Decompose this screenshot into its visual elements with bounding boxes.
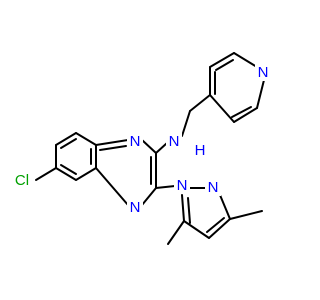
bond-pyr-6 — [209, 94, 235, 123]
bond-pyr-2 — [209, 52, 235, 68]
pyrazole-n2-mask — [205, 178, 221, 196]
bond-pyr-double-2 — [231, 106, 252, 118]
bond-pyr-5 — [233, 107, 258, 123]
bond-benz-3 — [75, 132, 97, 146]
amine-n-mask — [166, 132, 182, 150]
bond-ch2-pyridine — [189, 94, 211, 112]
cl-label-mask — [10, 170, 34, 190]
bond-layer — [35, 52, 265, 245]
molecule-structure-diagram: Cl N N N H N N N — [10, 52, 271, 245]
bond-pyrazole-double-2 — [187, 197, 191, 224]
bond-benz-double-1 — [60, 138, 77, 149]
bond-methyl-3 — [229, 210, 263, 220]
chlorine-label: Cl — [15, 172, 29, 189]
bond-pyrazine-5 — [95, 167, 129, 206]
bond-pyr-double-1 — [215, 59, 234, 71]
pyrazole-n1-mask — [174, 176, 190, 194]
n-quinox-bottom-mask — [127, 199, 143, 217]
amine-h-mask — [192, 132, 208, 150]
bond-pyrazine-2 — [141, 139, 157, 154]
n-quinox-top-mask — [127, 132, 143, 150]
bond-pyrazine-1 — [95, 139, 129, 146]
bond-c3-npyrazole — [155, 185, 176, 189]
bond-benz-6 — [55, 167, 77, 181]
bond-pyr-3 — [233, 52, 258, 68]
pyrazole-nitrogen-2: N — [208, 179, 219, 196]
pyridine-n-mask — [255, 63, 271, 81]
bond-benz-2 — [55, 132, 77, 146]
bond-nh-ch2 — [181, 110, 191, 137]
amine-hydrogen: H — [195, 142, 206, 159]
bond-cl-c6 — [35, 167, 57, 181]
bond-benz-5 — [75, 167, 97, 181]
quinoxaline-nitrogen-bottom: N — [130, 199, 141, 216]
pyrazole-nitrogen-1: N — [177, 177, 188, 194]
bond-c5-npz1 — [181, 194, 185, 222]
amine-nitrogen: N — [169, 133, 180, 150]
bond-pyrazole-double-1 — [206, 217, 225, 233]
pyridine-nitrogen: N — [258, 64, 269, 81]
quinoxaline-nitrogen-top: N — [130, 133, 141, 150]
bond-pyrazine-4 — [141, 187, 157, 206]
bond-pyrazine-double-1 — [99, 145, 127, 151]
bond-npz2-c3 — [219, 194, 231, 220]
bond-benz-double-3 — [60, 164, 77, 175]
bond-c3-c4 — [208, 218, 231, 239]
molecule-canvas: Cl N N N H N N N — [10, 52, 271, 245]
bond-c4-c5 — [183, 220, 210, 239]
bond-methyl-5 — [167, 220, 185, 245]
atom-label-layer: Cl N N N H N N N — [10, 63, 271, 217]
bond-c2-nh — [155, 142, 168, 154]
bond-pyr-4 — [256, 79, 265, 109]
